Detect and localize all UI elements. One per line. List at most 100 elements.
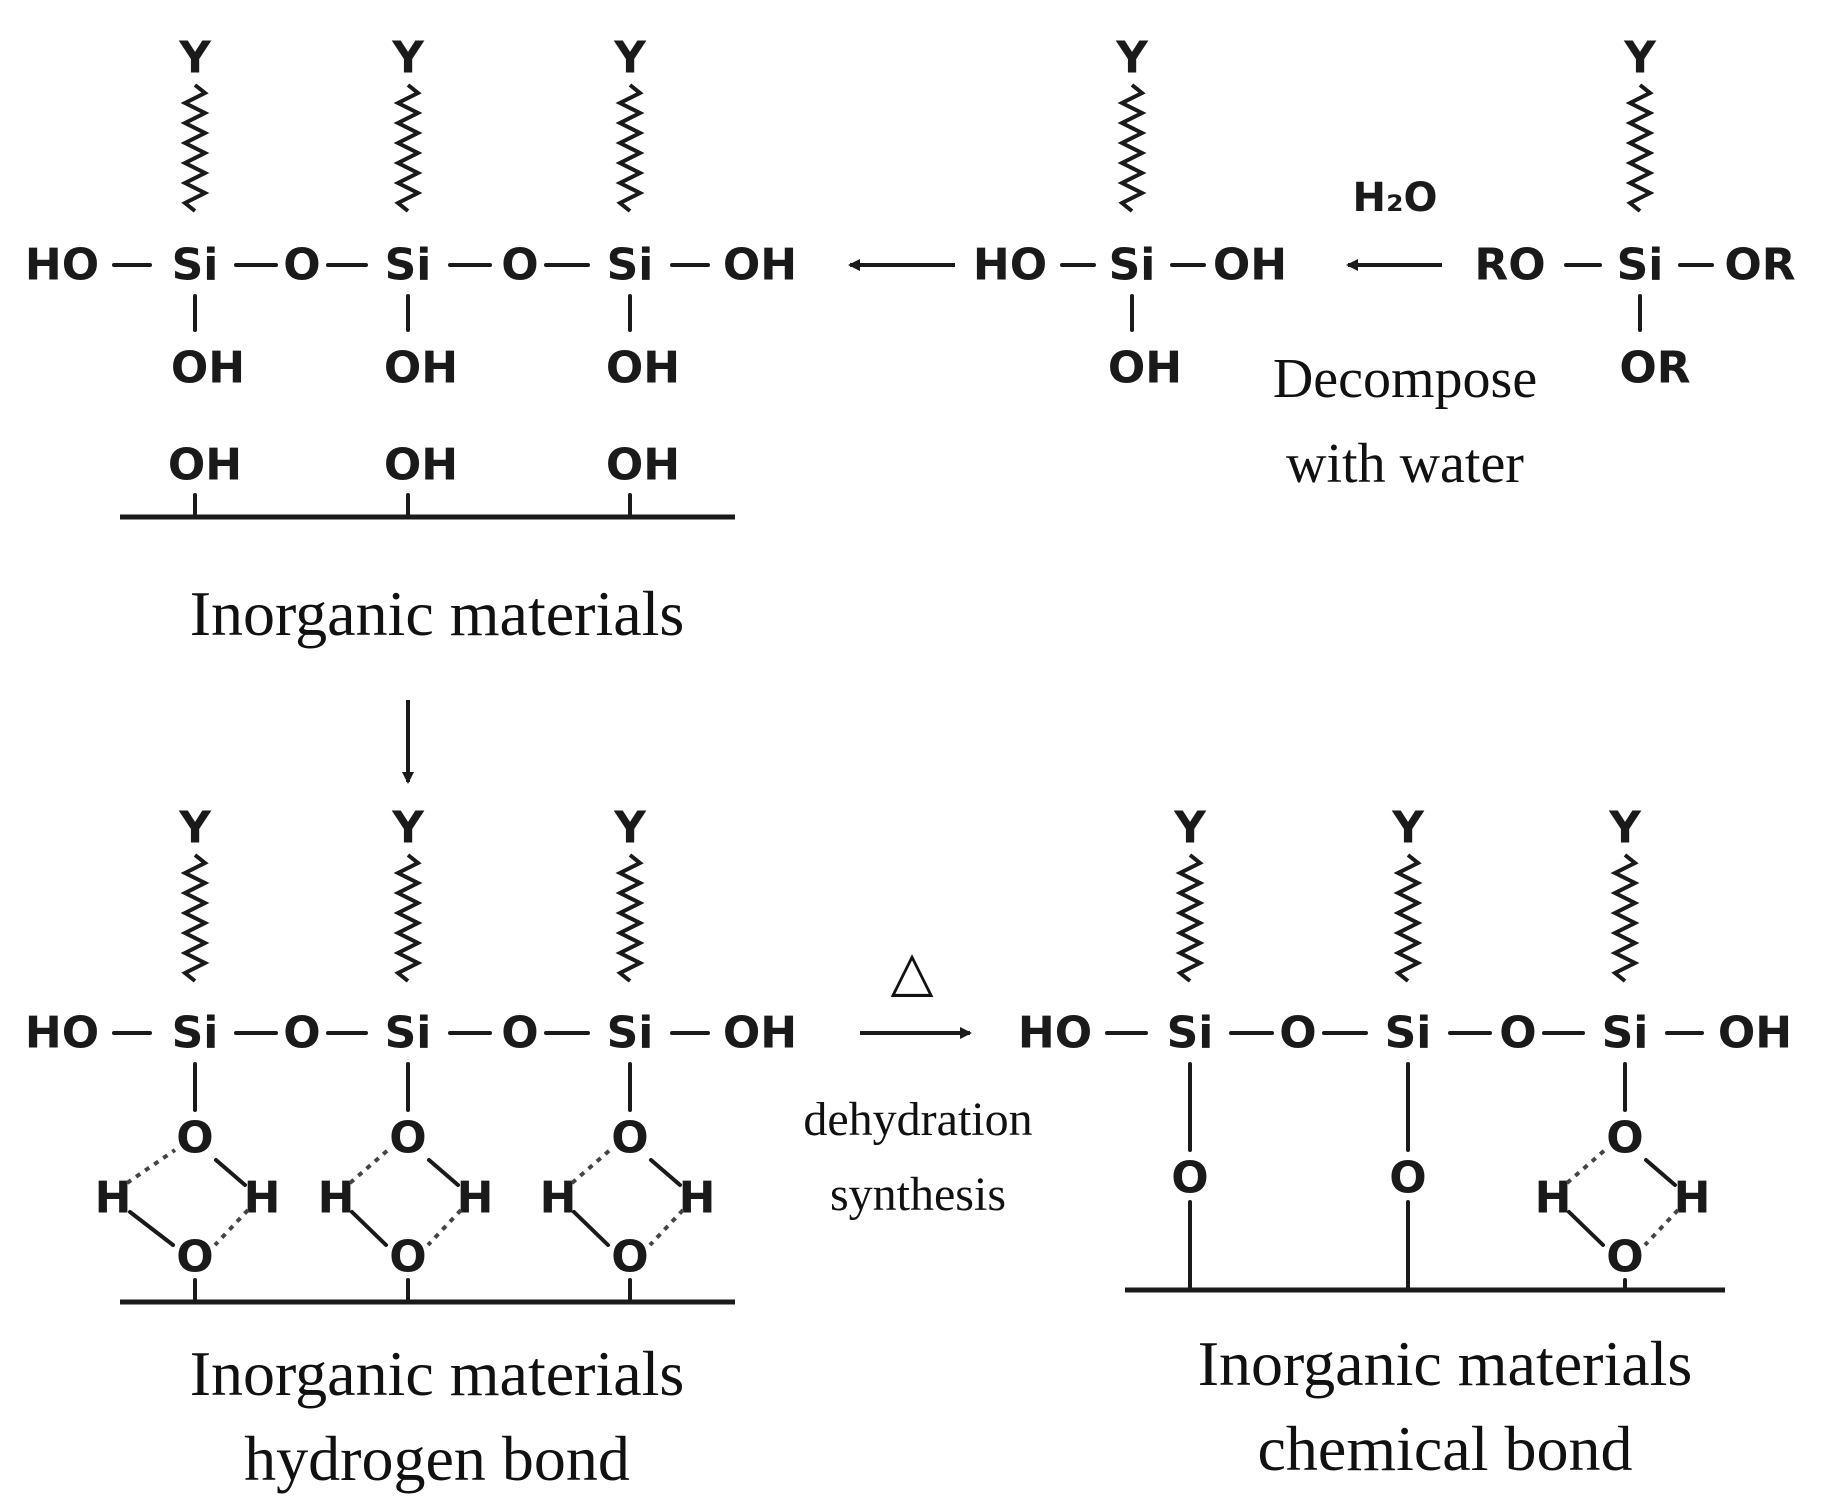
si-atom: Si <box>607 1008 654 1059</box>
y-group: Y <box>178 803 212 854</box>
heat-symbol: △ <box>890 941 933 1003</box>
o-atom: O <box>176 1113 213 1164</box>
organic-chain <box>393 83 423 213</box>
surface-oh: OH <box>606 440 680 491</box>
bond <box>572 1210 610 1247</box>
dehydration-label-line2: synthesis <box>830 1168 1006 1221</box>
organic-chain <box>1117 83 1147 213</box>
si-atom: Si <box>172 1008 219 1059</box>
o-atom: O <box>501 1008 538 1059</box>
hydrogen-bond <box>1565 1148 1607 1185</box>
o-atom: O <box>1606 1232 1643 1283</box>
h-atom: H <box>540 1173 577 1224</box>
y-group: Y <box>1608 803 1642 854</box>
h-atom: H <box>95 1173 132 1224</box>
si-atom: Si <box>1385 1008 1432 1059</box>
y-group: Y <box>613 803 647 854</box>
bottom-left-caption-line1: Inorganic materials <box>190 1338 685 1409</box>
hydrogen-bond <box>125 1148 177 1185</box>
or-group: OR <box>1619 343 1690 394</box>
h-atom: H <box>457 1173 494 1224</box>
surface-oh: OH <box>168 440 242 491</box>
organic-chain <box>180 853 210 983</box>
o-atom: O <box>283 240 320 291</box>
bond <box>1644 1158 1677 1187</box>
chemically-bonded-silane: Y Y Y HO Si O Si O Si OH O O O H H <box>1018 803 1792 1293</box>
or-group: OR <box>1724 240 1795 291</box>
organic-chain <box>1393 853 1423 983</box>
o-atom: O <box>1606 1113 1643 1164</box>
bond <box>128 1210 175 1247</box>
organic-chain <box>1625 83 1655 213</box>
y-group: Y <box>178 33 212 84</box>
ho-group: HO <box>1018 1008 1092 1059</box>
o-atom: O <box>1389 1153 1426 1204</box>
h-atom: H <box>1535 1173 1572 1224</box>
y-group: Y <box>1391 803 1425 854</box>
si-atom: Si <box>1602 1008 1649 1059</box>
y-group: Y <box>1173 803 1207 854</box>
surface-oh: OH <box>384 440 458 491</box>
hydrogen-bond <box>213 1208 250 1247</box>
alkoxysilane: Y RO Si OR OR <box>1474 33 1795 394</box>
water-label: H₂O <box>1353 175 1438 221</box>
ho-group: HO <box>973 240 1047 291</box>
bond <box>350 1210 388 1247</box>
oh-group: OH <box>171 343 245 394</box>
organic-chain <box>1610 853 1640 983</box>
si-atom: Si <box>1167 1008 1214 1059</box>
si-atom: Si <box>607 240 654 291</box>
top-left-caption: Inorganic materials <box>190 578 685 649</box>
o-atom: O <box>389 1232 426 1283</box>
dehydration-arrow: △ dehydration synthesis <box>803 941 1032 1221</box>
dehydration-label-line1: dehydration <box>803 1093 1032 1146</box>
o-atom: O <box>1171 1153 1208 1204</box>
bottom-right-caption-line2: chemical bond <box>1258 1413 1633 1484</box>
oh-group: OH <box>384 343 458 394</box>
h-atom: H <box>244 1173 281 1224</box>
ho-group: HO <box>25 240 99 291</box>
y-group: Y <box>391 33 425 84</box>
h-atom: H <box>679 1173 716 1224</box>
o-atom: O <box>176 1232 213 1283</box>
y-group: Y <box>1623 33 1657 84</box>
organic-chain <box>393 853 423 983</box>
o-atom: O <box>501 240 538 291</box>
si-atom: Si <box>385 240 432 291</box>
bottom-left-caption-line2: hydrogen bond <box>244 1423 630 1494</box>
o-atom: O <box>611 1232 648 1283</box>
oh-group: OH <box>1108 343 1182 394</box>
h-atom: H <box>1674 1173 1711 1224</box>
silanol: Y HO Si OH OH <box>973 33 1287 394</box>
o-atom: O <box>611 1113 648 1164</box>
ro-group: RO <box>1474 240 1545 291</box>
oh-group: OH <box>723 240 797 291</box>
bond <box>427 1158 460 1187</box>
hydrogen-bond <box>1643 1208 1680 1247</box>
o-atom: O <box>1279 1008 1316 1059</box>
bottom-right-caption-line1: Inorganic materials <box>1198 1328 1693 1399</box>
hydrogen-bonded-silane: Y Y Y HO Si O Si O Si OH O H H O O H <box>25 803 797 1305</box>
oh-group: OH <box>723 1008 797 1059</box>
bond <box>1567 1210 1605 1247</box>
ho-group: HO <box>25 1008 99 1059</box>
o-atom: O <box>1499 1008 1536 1059</box>
o-atom: O <box>389 1113 426 1164</box>
hydrogen-bond <box>348 1148 390 1185</box>
si-atom: Si <box>1617 240 1664 291</box>
y-group: Y <box>391 803 425 854</box>
bond <box>649 1158 682 1187</box>
hydrogen-bond <box>648 1208 685 1247</box>
oh-group: OH <box>1718 1008 1792 1059</box>
organic-chain <box>615 83 645 213</box>
o-atom: O <box>283 1008 320 1059</box>
decompose-label-line2: with water <box>1286 433 1524 495</box>
organic-chain <box>1175 853 1205 983</box>
h-atom: H <box>318 1173 355 1224</box>
si-atom: Si <box>385 1008 432 1059</box>
hydrogen-bond <box>426 1208 463 1247</box>
si-atom: Si <box>172 240 219 291</box>
hydrolysis-arrow: H₂O Decompose with water <box>1273 175 1537 495</box>
oh-group: OH <box>606 343 680 394</box>
